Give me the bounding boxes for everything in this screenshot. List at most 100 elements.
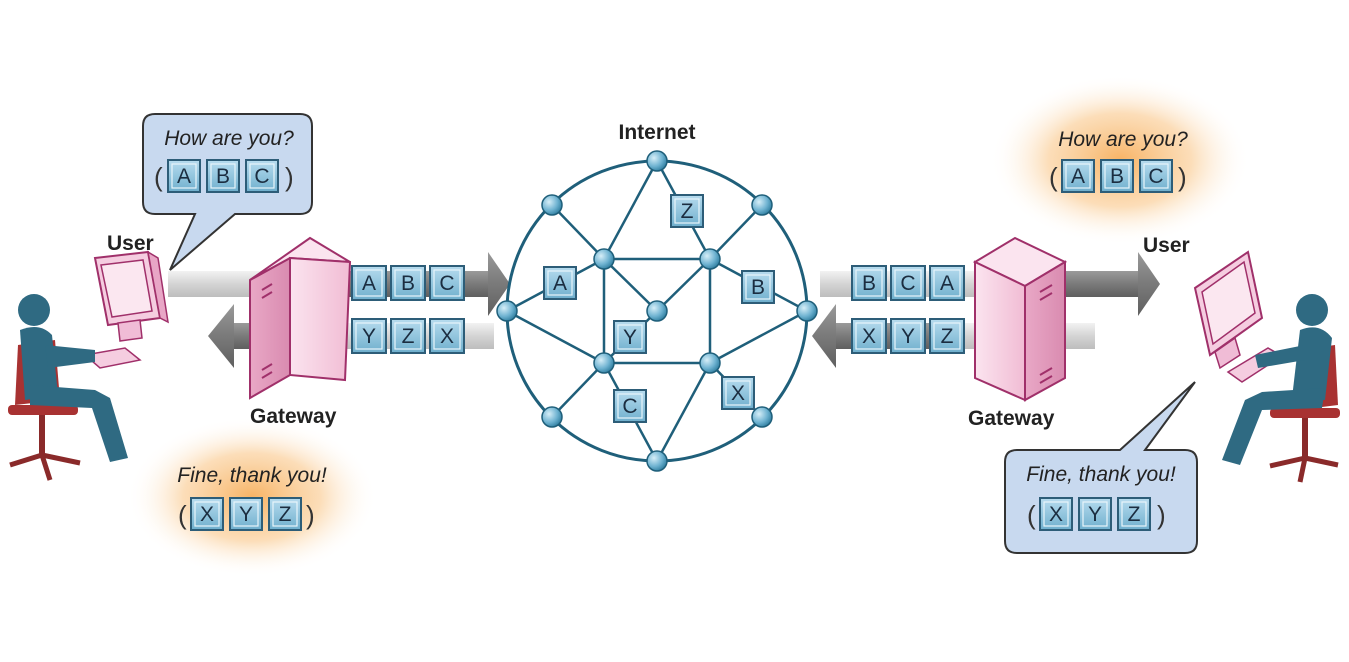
packet-label: Y (623, 326, 637, 349)
right-question-paren-open: ( (1049, 162, 1058, 192)
right-person (1222, 294, 1340, 483)
packet: A (167, 159, 201, 193)
packet-label: B (862, 272, 876, 295)
packet-label: B (751, 276, 765, 299)
network-packet-x: X (721, 376, 755, 410)
packet: B (851, 265, 887, 301)
packet-label: C (1148, 165, 1163, 188)
packet-label: C (622, 395, 637, 418)
packet-label: A (177, 165, 191, 188)
network-link (603, 258, 658, 312)
packet: B (1100, 159, 1134, 193)
packet-label: A (362, 272, 376, 295)
packet: Z (1117, 497, 1151, 531)
packet: C (890, 265, 926, 301)
packet-label: A (940, 272, 954, 295)
packet-label: B (1110, 165, 1124, 188)
packet-label: X (731, 382, 745, 405)
left-question-paren-close: ) (285, 162, 294, 192)
packet: X (1039, 497, 1073, 531)
packet: A (1061, 159, 1095, 193)
left-computer (83, 250, 169, 369)
packet: X (429, 318, 465, 354)
packet-label: X (200, 503, 214, 526)
user-right-label: User (1143, 234, 1190, 257)
network-link (551, 362, 605, 418)
packet: Z (929, 318, 965, 354)
packet: Y (890, 318, 926, 354)
packet-label: Z (941, 325, 954, 348)
network-node (496, 300, 518, 322)
right-gateway-server (972, 236, 1068, 402)
network-node (593, 248, 615, 270)
left-question-packets: A B C (167, 159, 279, 193)
packet-label: X (862, 325, 876, 348)
packet-label: Y (362, 325, 376, 348)
network-nodes (496, 150, 818, 472)
right-answer-paren-close: ) (1157, 500, 1166, 530)
packet: B (206, 159, 240, 193)
packet-label: Z (1128, 503, 1141, 526)
right-answer-paren-open: ( (1027, 500, 1036, 530)
packet-label: Y (1088, 503, 1102, 526)
network-packet-b: B (741, 270, 775, 304)
left-question-text: How are you? (164, 127, 294, 150)
left-answer-paren-open: ( (178, 500, 187, 530)
network-packet-y: Y (613, 320, 647, 354)
packet: B (390, 265, 426, 301)
packet-label: C (439, 272, 454, 295)
network-link (709, 309, 808, 365)
network-node (541, 194, 563, 216)
packet: Z (670, 194, 704, 228)
network-packet-z: Z (670, 194, 704, 228)
network-node (646, 150, 668, 172)
network-link (655, 362, 712, 462)
left-answer-paren-close: ) (306, 500, 315, 530)
left-person (8, 294, 128, 481)
packet-label: Y (239, 503, 253, 526)
network-node (751, 194, 773, 216)
packet: Z (268, 497, 302, 531)
packet: Y (229, 497, 263, 531)
packet-label: X (440, 325, 454, 348)
packet-label: B (401, 272, 415, 295)
network-node (699, 352, 721, 374)
packet: A (929, 265, 965, 301)
network-node (796, 300, 818, 322)
packet: B (741, 270, 775, 304)
network-packet-c: C (613, 389, 647, 423)
network-node (751, 406, 773, 428)
packet-label: A (553, 272, 567, 295)
left-gateway-server (249, 236, 352, 400)
network-link (602, 160, 659, 260)
left-answer-text: Fine, thank you! (177, 464, 327, 487)
internet-label: Internet (618, 121, 695, 144)
network-link (709, 204, 763, 260)
packet: A (543, 266, 577, 300)
right-question-paren-close: ) (1178, 162, 1187, 192)
packet: X (190, 497, 224, 531)
gateway-right-label: Gateway (968, 407, 1055, 430)
packet-label: B (216, 165, 230, 188)
packet-label: C (254, 165, 269, 188)
packet: X (851, 318, 887, 354)
right-question-text: How are you? (1058, 128, 1188, 151)
packet: C (245, 159, 279, 193)
right-outgoing-packets: X Y Z (851, 318, 965, 354)
packet-label: C (900, 272, 915, 295)
network-node (593, 352, 615, 374)
packet-label: Y (901, 325, 915, 348)
packet: X (721, 376, 755, 410)
network-link (551, 204, 605, 260)
packet-label: Z (681, 200, 694, 223)
packet-label: Z (402, 325, 415, 348)
user-left-label: User (107, 232, 154, 255)
left-question-paren-open: ( (154, 162, 163, 192)
network-node (541, 406, 563, 428)
